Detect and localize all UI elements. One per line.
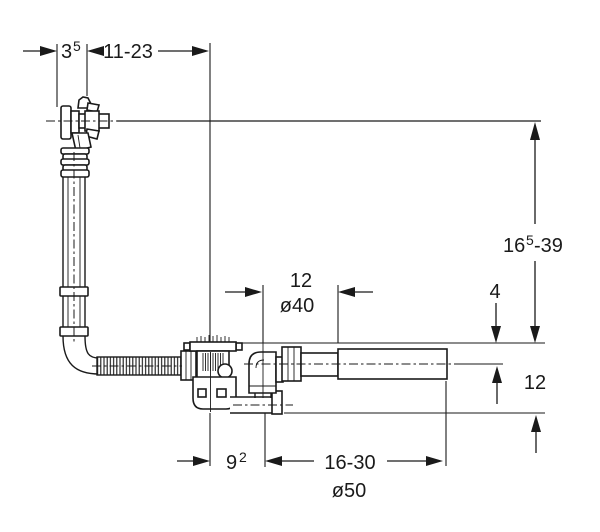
- float-ball: [217, 363, 233, 379]
- dim-outlet-length: 16-30 ø50: [265, 452, 443, 502]
- arrowhead: [265, 456, 282, 466]
- dim-trap-offset-label: 9: [226, 452, 237, 474]
- dim-height-range: 16 5 -39: [503, 122, 563, 343]
- elbow-body: [248, 351, 277, 394]
- overflow-body: [70, 110, 80, 134]
- arrowhead: [492, 366, 502, 383]
- trap-inlet-nut: [180, 350, 197, 381]
- dim-height-range-sup: 5: [526, 232, 534, 248]
- arrowhead: [193, 456, 210, 466]
- dim-outlet-length-label: 16-30: [324, 452, 375, 474]
- dim-top-clearance-label: 4: [489, 281, 500, 303]
- arrowhead: [531, 415, 541, 432]
- flexible-hose: [59, 147, 184, 376]
- dim-height-range-label: 16: [503, 235, 525, 257]
- dim-outlet-depth: 12: [524, 372, 546, 453]
- dim-trap-offset-sup: 2: [239, 449, 247, 465]
- arrowhead: [530, 326, 540, 343]
- dim-outlet-diameter-label: ø50: [332, 480, 366, 502]
- dimension-layer: 3 5 11-23 12 ø40 16 5: [23, 38, 563, 502]
- strainer-flange: [189, 341, 237, 352]
- dim-overflow-to-drain-label: 11-23: [103, 41, 153, 63]
- strainer-grate: [196, 335, 230, 342]
- arrowhead: [192, 46, 209, 56]
- arrowhead: [338, 287, 355, 297]
- dim-overflow-depth-sup: 5: [73, 38, 81, 54]
- dim-height-range-tail: -39: [534, 235, 563, 257]
- dim-pipe-diameter-label: ø40: [280, 295, 314, 317]
- overflow-outlet: [71, 132, 92, 152]
- dim-overflow-depth-label: 3: [61, 41, 72, 63]
- overflow-flange: [60, 105, 72, 140]
- dim-elbow-offset-label: 12: [290, 270, 312, 292]
- dim-overflow-to-drain: 11-23: [87, 41, 211, 466]
- hose-bend-inner: [84, 335, 100, 359]
- arrowhead: [426, 456, 443, 466]
- dim-elbow-offset: 12 ø40: [225, 270, 373, 343]
- dim-trap-offset: 9 2: [177, 413, 266, 474]
- arrowhead: [491, 326, 501, 343]
- dim-top-clearance: 4: [489, 281, 502, 404]
- dim-outlet-depth-label: 12: [524, 372, 546, 394]
- centerline-layer: [46, 120, 457, 412]
- dim-overflow-depth: 3 5: [23, 38, 88, 107]
- arrowhead: [245, 287, 262, 297]
- drain-trap: [180, 335, 283, 415]
- channel-end-cap: [271, 390, 283, 415]
- arrowhead: [530, 122, 540, 140]
- hose-corrugation: [60, 169, 90, 178]
- overflow-fitting: [60, 96, 110, 152]
- hose-bend-outer: [62, 335, 100, 375]
- arrowhead: [40, 46, 57, 56]
- arrowhead: [87, 46, 104, 56]
